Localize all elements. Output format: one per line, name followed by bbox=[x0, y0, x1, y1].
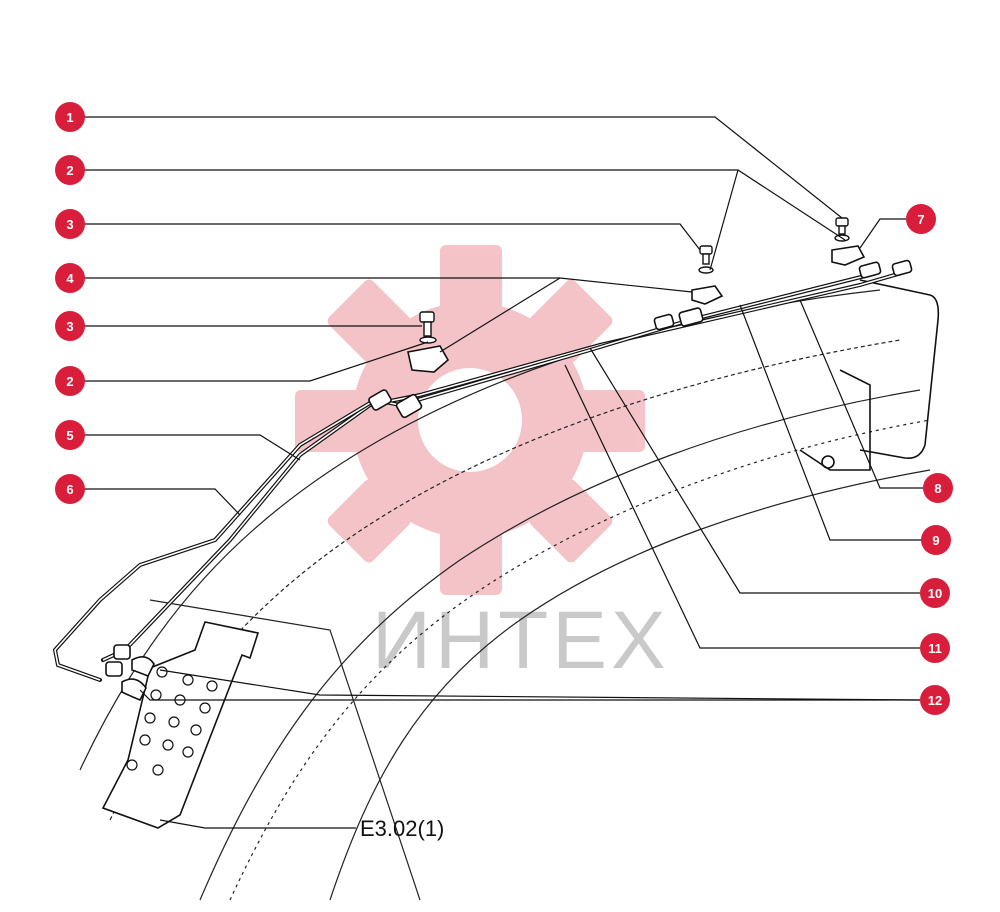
callout-10: 10 bbox=[920, 578, 950, 608]
svg-text:1: 1 bbox=[66, 110, 73, 125]
svg-text:8: 8 bbox=[934, 481, 941, 496]
callout-1: 1 bbox=[55, 102, 85, 132]
svg-text:2: 2 bbox=[66, 374, 73, 389]
svg-text:2: 2 bbox=[66, 163, 73, 178]
callout-9: 9 bbox=[921, 525, 951, 555]
callout-2: 2 bbox=[55, 155, 85, 185]
figure-reference: E3.02(1) bbox=[360, 816, 444, 841]
callout-8: 8 bbox=[923, 473, 953, 503]
callout-7: 7 bbox=[906, 204, 936, 234]
callout-6: 6 bbox=[55, 474, 85, 504]
mounting-plate bbox=[101, 621, 260, 829]
svg-text:5: 5 bbox=[66, 428, 73, 443]
callout-12: 12 bbox=[920, 685, 950, 715]
pipe-6-inner bbox=[54, 275, 866, 681]
svg-text:4: 4 bbox=[66, 271, 74, 286]
clamp-4a bbox=[407, 245, 866, 373]
callout-5: 5 bbox=[55, 420, 85, 450]
callout-3: 3 bbox=[55, 209, 85, 239]
tank bbox=[799, 279, 940, 471]
callout-11: 11 bbox=[920, 633, 950, 663]
svg-text:7: 7 bbox=[917, 212, 924, 227]
svg-text:10: 10 bbox=[928, 586, 942, 601]
svg-text:3: 3 bbox=[66, 217, 73, 232]
callout-3b: 3 bbox=[55, 311, 85, 341]
svg-text:6: 6 bbox=[66, 482, 73, 497]
watermark-text: ИНТЕХ bbox=[372, 595, 670, 686]
fittings bbox=[105, 259, 913, 702]
svg-text:12: 12 bbox=[928, 693, 942, 708]
callout-2b: 2 bbox=[55, 366, 85, 396]
svg-text:3: 3 bbox=[66, 319, 73, 334]
svg-text:11: 11 bbox=[928, 641, 942, 656]
callout-4: 4 bbox=[55, 263, 85, 293]
watermark-gear-icon bbox=[295, 245, 645, 595]
svg-text:9: 9 bbox=[932, 533, 939, 548]
